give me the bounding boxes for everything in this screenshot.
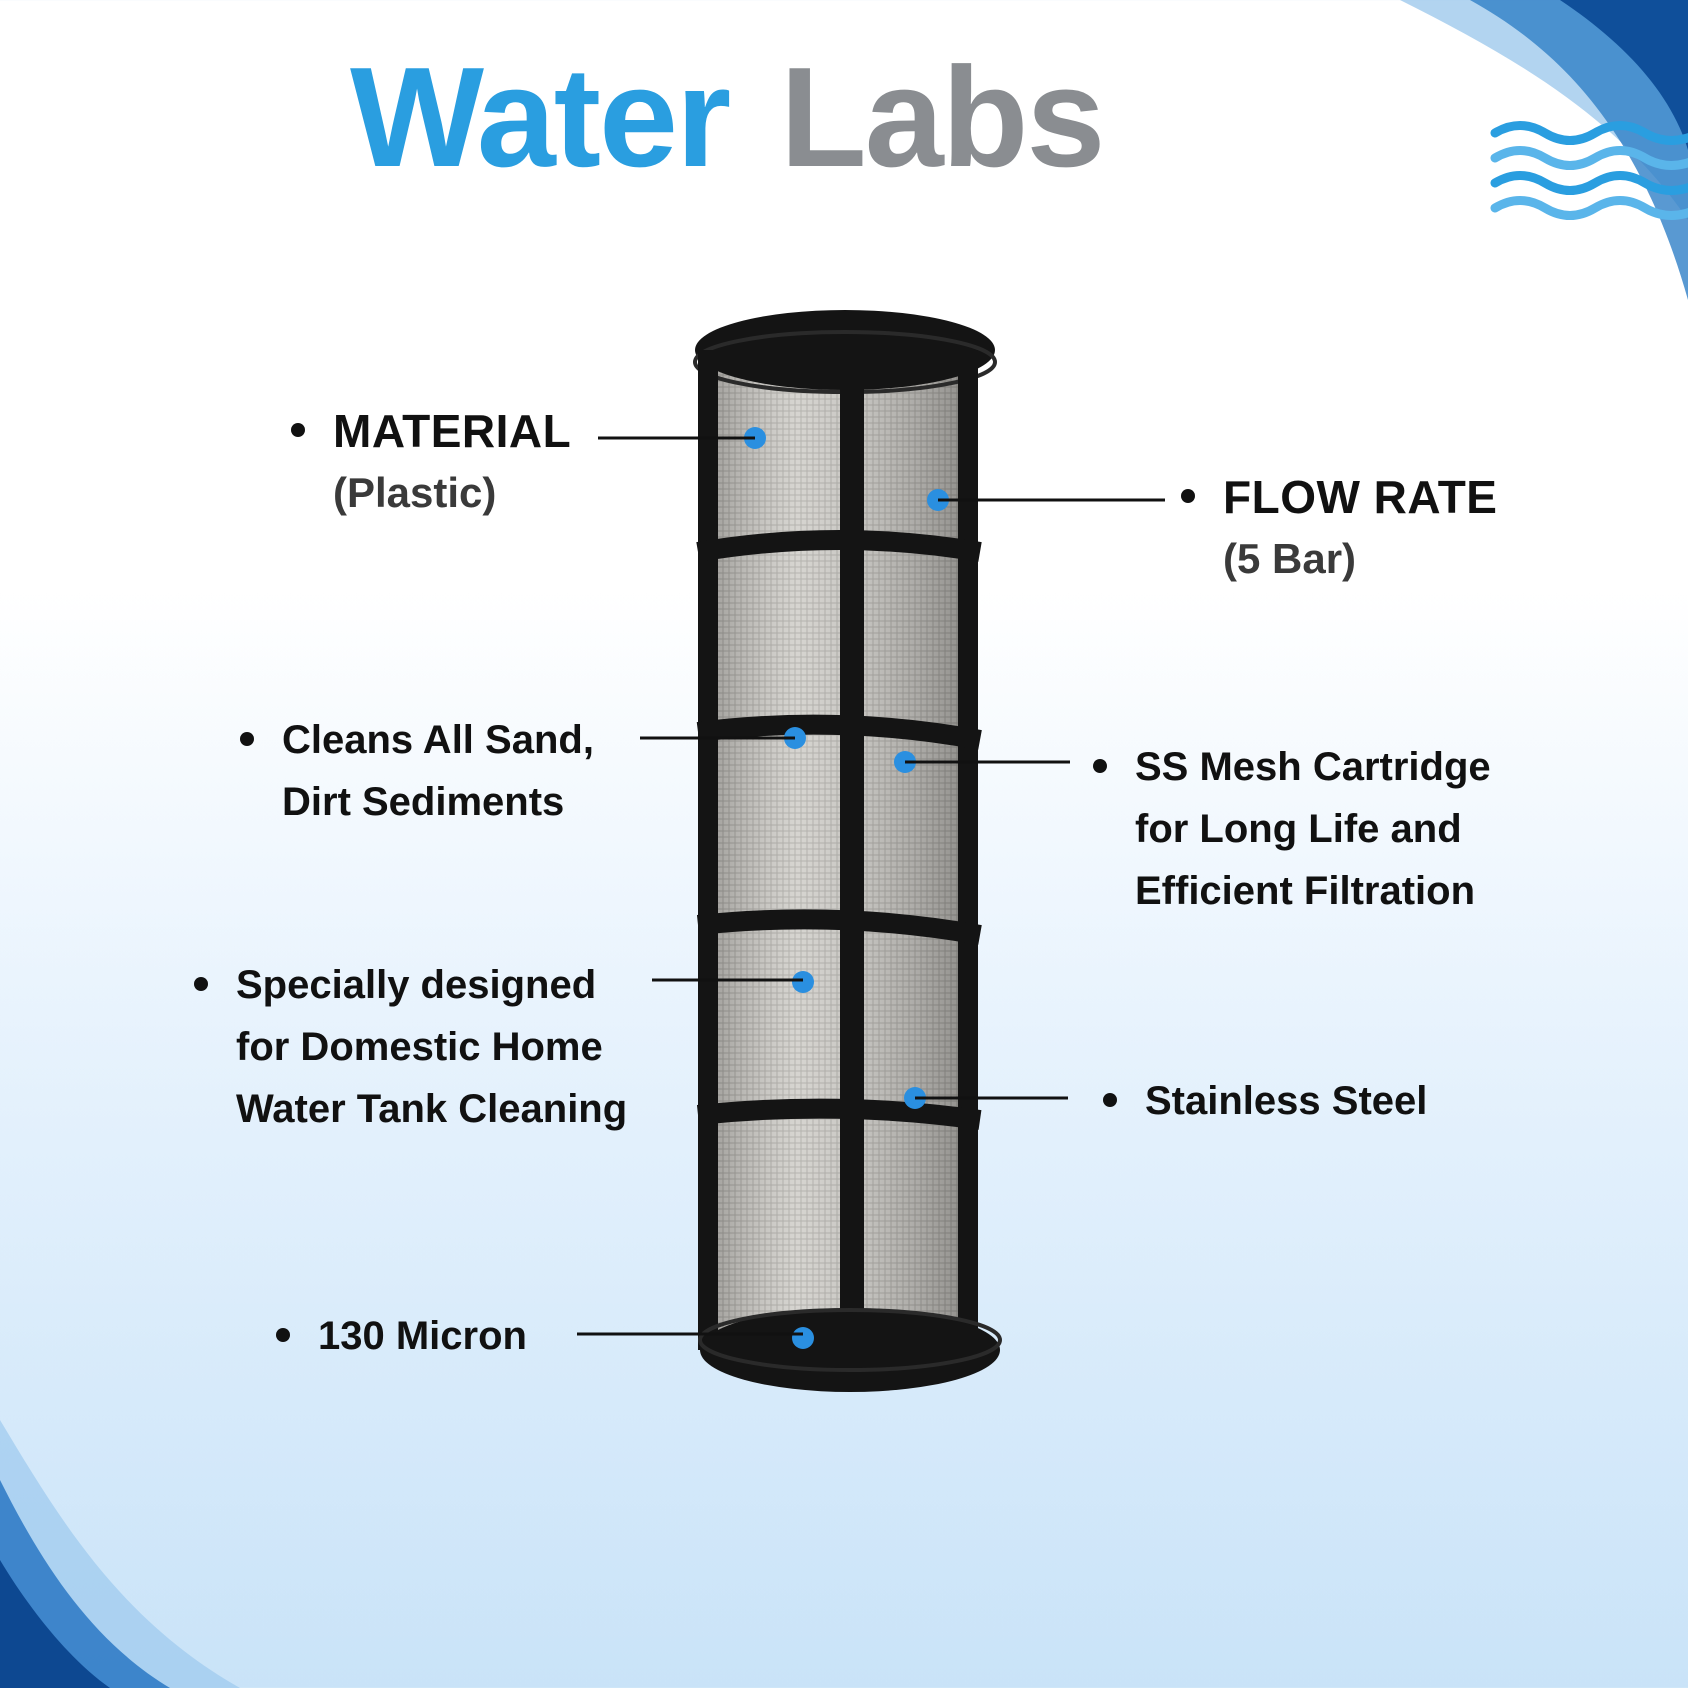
feature-material: MATERIAL (Plastic) [291, 400, 572, 524]
feature-line: Cleans All Sand, [282, 718, 594, 762]
feature-cleans-sand: Cleans All Sand, Dirt Sediments [240, 709, 594, 833]
bullet [1103, 1093, 1117, 1107]
feature-line: SS Mesh Cartridge [1135, 745, 1491, 789]
feature-line: Stainless Steel [1145, 1079, 1428, 1123]
bullet [1093, 759, 1107, 773]
feature-stainless-steel: Stainless Steel [1103, 1070, 1428, 1132]
bullet [194, 977, 208, 991]
bullet [291, 423, 305, 437]
logo-wave-icon [1490, 121, 1688, 220]
feature-line: Water Tank Cleaning [236, 1087, 628, 1131]
feature-line: for Domestic Home [236, 1025, 603, 1069]
feature-line: 130 Micron [318, 1314, 527, 1358]
feature-subtitle: (5 Bar) [1223, 535, 1357, 582]
feature-line: Specially designed [236, 963, 597, 1007]
feature-micron: 130 Micron [276, 1305, 527, 1367]
filter-cartridge-image [693, 310, 1002, 1392]
logo-text-water: Water [350, 38, 731, 197]
feature-title: FLOW RATE [1223, 471, 1498, 523]
feature-title: MATERIAL [333, 405, 572, 457]
feature-line: Dirt Sediments [282, 780, 565, 824]
feature-subtitle: (Plastic) [333, 469, 497, 516]
feature-specially-designed: Specially designed for Domestic Home Wat… [194, 954, 628, 1140]
bullet [276, 1328, 290, 1342]
feature-line: Efficient Filtration [1135, 869, 1475, 913]
feature-flow-rate: FLOW RATE (5 Bar) [1181, 466, 1498, 590]
logo-text-labs: Labs [780, 38, 1105, 197]
bullet [240, 732, 254, 746]
feature-ss-mesh: SS Mesh Cartridge for Long Life and Effi… [1093, 736, 1491, 922]
bullet [1181, 489, 1195, 503]
feature-line: for Long Life and [1135, 807, 1462, 851]
